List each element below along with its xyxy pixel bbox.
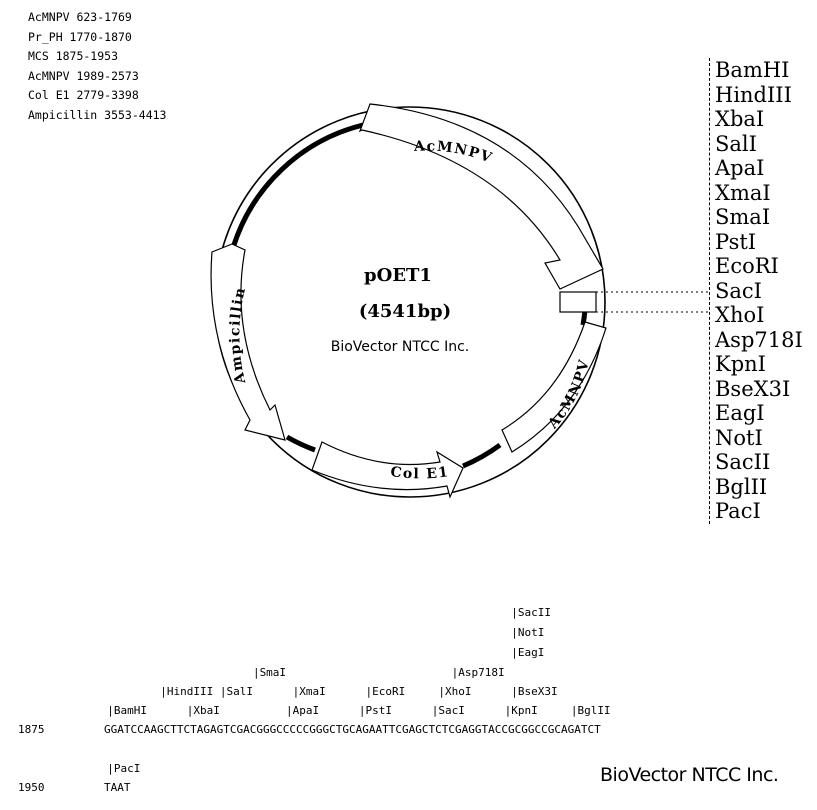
backbone-bold-bottom-left [285, 434, 316, 453]
plasmid-size: (4541bp) [359, 301, 451, 322]
arrow-col-e1 [311, 441, 464, 499]
arrow-ampicillin [210, 243, 286, 441]
label-ampicillin: Ampicillin [227, 285, 249, 386]
sequence-line-2: TAAT [104, 781, 131, 794]
enzyme-item: PstI [715, 229, 757, 254]
enzyme-item: KpnI [715, 352, 766, 376]
enzyme-item: BseX3I [715, 376, 791, 401]
enzyme-item: SalI [715, 131, 757, 156]
feature-ampicillin: Ampicillin 3553-4413 [28, 107, 167, 122]
sequence-annotation-row: |BamHI |XbaI |ApaI |PstI |SacI |KpnI |Bg… [94, 704, 611, 717]
enzyme-list: BamHI HindIII XbaI SalI ApaI XmaI SmaI P… [709, 58, 803, 524]
backbone-bold-top-left [230, 122, 364, 249]
feature-legend: AcMNPV 623-1769 Pr_PH 1770-1870 MCS 1875… [28, 8, 166, 125]
arrow-acmnpv-top [358, 103, 604, 290]
feature-promoter-ph: Pr_PH 1770-1870 [28, 29, 132, 44]
feature-acmnpv-1: AcMNPV 623-1769 [28, 10, 132, 24]
enzyme-item: EagI [715, 401, 765, 425]
backbone-bold-bottom-right [462, 442, 502, 469]
enzyme-item: HindIII [715, 82, 792, 107]
plasmid-name: pOET1 [364, 265, 432, 286]
enzyme-item: Asp718I [715, 327, 803, 352]
sequence-annotation-row: |HindIII |SalI |XmaI |EcoRI |XhoI |BseX3… [94, 685, 558, 698]
mcs-box [559, 291, 597, 313]
sequence-annotation-row: |SacII [94, 606, 551, 619]
enzyme-item: SacII [715, 450, 771, 474]
plasmid-company: BioVector NTCC Inc. [331, 339, 469, 355]
enzyme-item: BglII [715, 474, 768, 499]
enzyme-item: ApaI [715, 156, 765, 180]
arrow-acmnpv-right [501, 321, 607, 453]
sequence-annotation-pac: |PacI [94, 762, 141, 775]
feature-col-e1: Col E1 2779-3398 [28, 88, 139, 102]
sequence-position-1950: 1950 [18, 781, 45, 794]
enzyme-item: XbaI [715, 107, 765, 131]
sequence-line-1: GGATCCAAGCTTCTAGAGTCGACGGGCCCCCGGGCTGCAG… [104, 723, 601, 736]
sequence-annotation-row: |SmaI |Asp718I [94, 666, 505, 679]
enzyme-item: XmaI [715, 180, 771, 205]
sequence-annotation-row: |NotI [94, 626, 545, 639]
brand-footer: BioVector NTCC Inc. [600, 764, 779, 786]
label-col-e1: Col E1 [390, 464, 451, 482]
enzyme-item: SmaI [715, 205, 771, 229]
enzyme-item: EcoRI [715, 254, 779, 278]
enzyme-item: XhoI [715, 303, 765, 327]
sequence-position-1875: 1875 [18, 723, 45, 736]
feature-acmnpv-2: AcMNPV 1989-2573 [28, 68, 139, 83]
sequence-annotation-row: |EagI [94, 646, 545, 659]
feature-mcs: MCS 1875-1953 [28, 49, 119, 63]
enzyme-item: SacI [715, 278, 762, 303]
enzyme-item: NotI [715, 425, 763, 450]
enzyme-item: BamHI [715, 58, 790, 82]
enzyme-item: PacI [715, 499, 761, 523]
